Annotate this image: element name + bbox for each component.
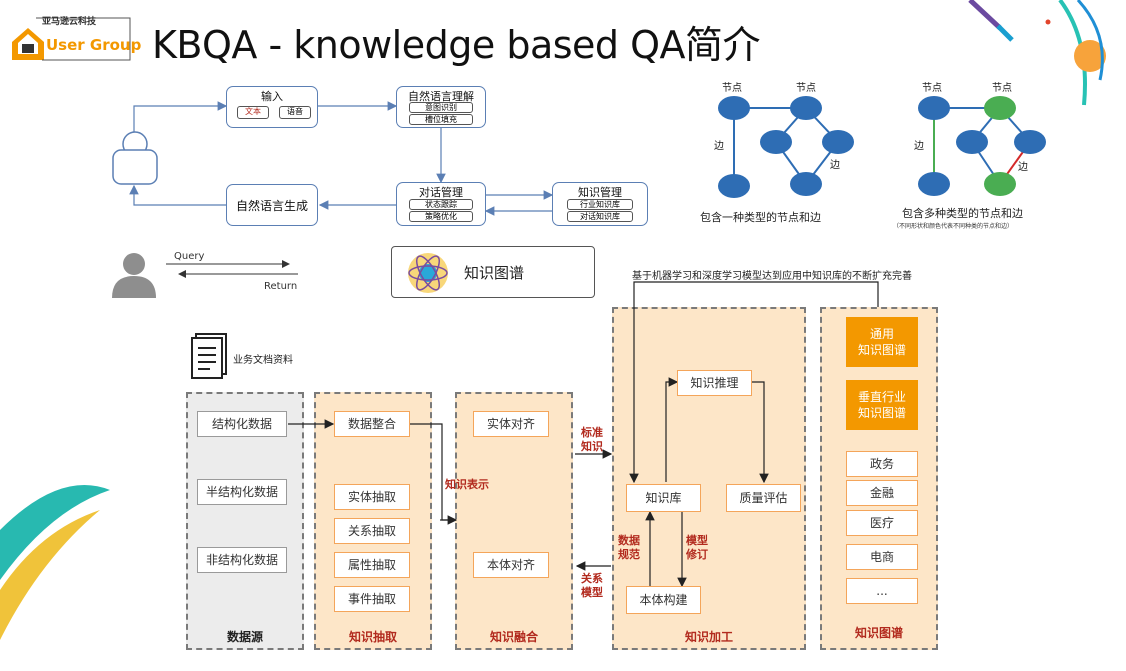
source-footer: 数据源 — [226, 630, 263, 644]
graph-multi-caption: 包含多种类型的节点和边 — [902, 207, 1023, 220]
doc-label: 业务文档资料 — [233, 355, 293, 366]
graph-multi-edge-a: 边 — [914, 141, 924, 152]
nlg-box: 自然语言生成 — [226, 184, 318, 226]
fusion-footer: 知识融合 — [489, 630, 538, 644]
process-panel — [612, 307, 806, 650]
graph-node — [984, 96, 1016, 120]
graph-node — [790, 96, 822, 120]
input-box: 输入 文本 语音 — [226, 86, 318, 128]
process-ontology: 本体构建 — [626, 586, 701, 614]
slide-title: KBQA - knowledge based QA简介 — [152, 23, 761, 67]
input-voice-tag: 语音 — [279, 106, 311, 119]
graph-node — [918, 96, 950, 120]
kg-badge: 知识图谱 — [391, 246, 595, 298]
graph-multi-note: （不同形状和颜色代表不同种类的节点和边） — [893, 223, 1014, 230]
kg-vertical: 垂直行业 知识图谱 — [846, 380, 918, 430]
logo-frame — [36, 17, 131, 61]
nlu-box: 自然语言理解 意图识别 槽位填充 — [396, 86, 486, 128]
graph-single-edge-b: 边 — [830, 160, 840, 171]
km-dialog-tag: 对话知识库 — [567, 211, 633, 222]
nlg-title: 自然语言生成 — [235, 199, 308, 213]
document-icon — [191, 333, 227, 379]
process-quality: 质量评估 — [726, 484, 801, 512]
source-item: 结构化数据 — [197, 411, 287, 437]
graph-single-caption: 包含一种类型的节点和边 — [700, 211, 821, 224]
atom-icon — [408, 253, 448, 293]
source-item: 非结构化数据 — [197, 547, 287, 573]
extract-item: 实体抽取 — [334, 484, 410, 510]
graph-node — [984, 172, 1016, 196]
logo-house-icon — [12, 28, 44, 60]
knowledge-management-box: 知识管理 行业知识库 对话知识库 — [552, 182, 648, 226]
corner-decoration-top-right — [968, 0, 1106, 106]
graph-multi-node-a: 节点 — [922, 83, 942, 94]
graph-node — [718, 174, 750, 198]
graph-single-edge-a: 边 — [714, 141, 724, 152]
extract-item: 事件抽取 — [334, 586, 410, 612]
person-silhouette-icon — [112, 253, 156, 298]
fusion-item: 本体对齐 — [473, 552, 549, 578]
dm-title: 对话管理 — [419, 186, 463, 199]
km-industry-tag: 行业知识库 — [567, 199, 633, 210]
graph-node — [1014, 130, 1046, 154]
relation-model-label: 关系 模型 — [581, 572, 603, 599]
std-knowledge-label: 标准 知识 — [581, 426, 603, 453]
kg-general: 通用 知识图谱 — [846, 317, 918, 367]
graph-single-node-b: 节点 — [796, 83, 816, 94]
return-label: Return — [264, 281, 298, 292]
kg-domain-item: 电商 — [846, 544, 918, 570]
km-title: 知识管理 — [578, 186, 622, 199]
flow-connectors — [129, 101, 554, 216]
kg-domain-item: 金融 — [846, 480, 918, 506]
data-norm-label: 数据 规范 — [618, 534, 640, 561]
graph-node — [760, 130, 792, 154]
graph-node — [956, 130, 988, 154]
graph-single-node-a: 节点 — [722, 83, 742, 94]
model-revision-label: 模型 修订 — [686, 534, 708, 561]
dm-state-tag: 状态跟踪 — [409, 199, 473, 210]
graph-node — [718, 96, 750, 120]
graph-multi-type — [918, 96, 1046, 196]
user-figure-icon — [112, 131, 158, 185]
fusion-item: 实体对齐 — [473, 411, 549, 437]
nlu-slot-tag: 槽位填充 — [409, 114, 473, 125]
top-note: 基于机器学习和深度学习模型达到应用中知识库的不断扩充完善 — [632, 271, 912, 282]
extract-item: 属性抽取 — [334, 552, 410, 578]
extract-item: 关系抽取 — [334, 518, 410, 544]
graph-node — [790, 172, 822, 196]
process-kb: 知识库 — [626, 484, 701, 512]
process-footer: 知识加工 — [684, 630, 733, 644]
logo-name: User Group — [46, 36, 142, 54]
nlu-title: 自然语言理解 — [408, 90, 474, 103]
extract-footer: 知识抽取 — [348, 630, 397, 644]
graph-node — [918, 172, 950, 196]
graph-multi-edge-b: 边 — [1018, 162, 1028, 173]
nlu-intent-tag: 意图识别 — [409, 102, 473, 113]
extract-item: 数据整合 — [334, 411, 410, 437]
source-item: 半结构化数据 — [197, 479, 287, 505]
logo-subtitle: 亚马逊云科技 — [42, 17, 97, 27]
kg-domain-item: 政务 — [846, 451, 918, 477]
kg-footer: 知识图谱 — [854, 626, 903, 640]
repr-label: 知识表示 — [445, 478, 489, 491]
process-reasoning: 知识推理 — [677, 370, 752, 396]
dm-policy-tag: 策略优化 — [409, 211, 473, 222]
dialog-management-box: 对话管理 状态跟踪 策略优化 — [396, 182, 486, 226]
kg-domain-item: ... — [846, 578, 918, 604]
kg-badge-label: 知识图谱 — [464, 264, 525, 282]
query-return-arrows — [166, 260, 298, 278]
graph-multi-node-b: 节点 — [992, 83, 1012, 94]
input-title: 输入 — [261, 90, 283, 103]
graph-node — [822, 130, 854, 154]
kg-domain-item: 医疗 — [846, 510, 918, 536]
graph-single-type — [718, 96, 854, 198]
query-label: Query — [174, 251, 205, 262]
input-text-tag: 文本 — [237, 106, 269, 119]
corner-decoration-bottom-left — [0, 485, 110, 640]
